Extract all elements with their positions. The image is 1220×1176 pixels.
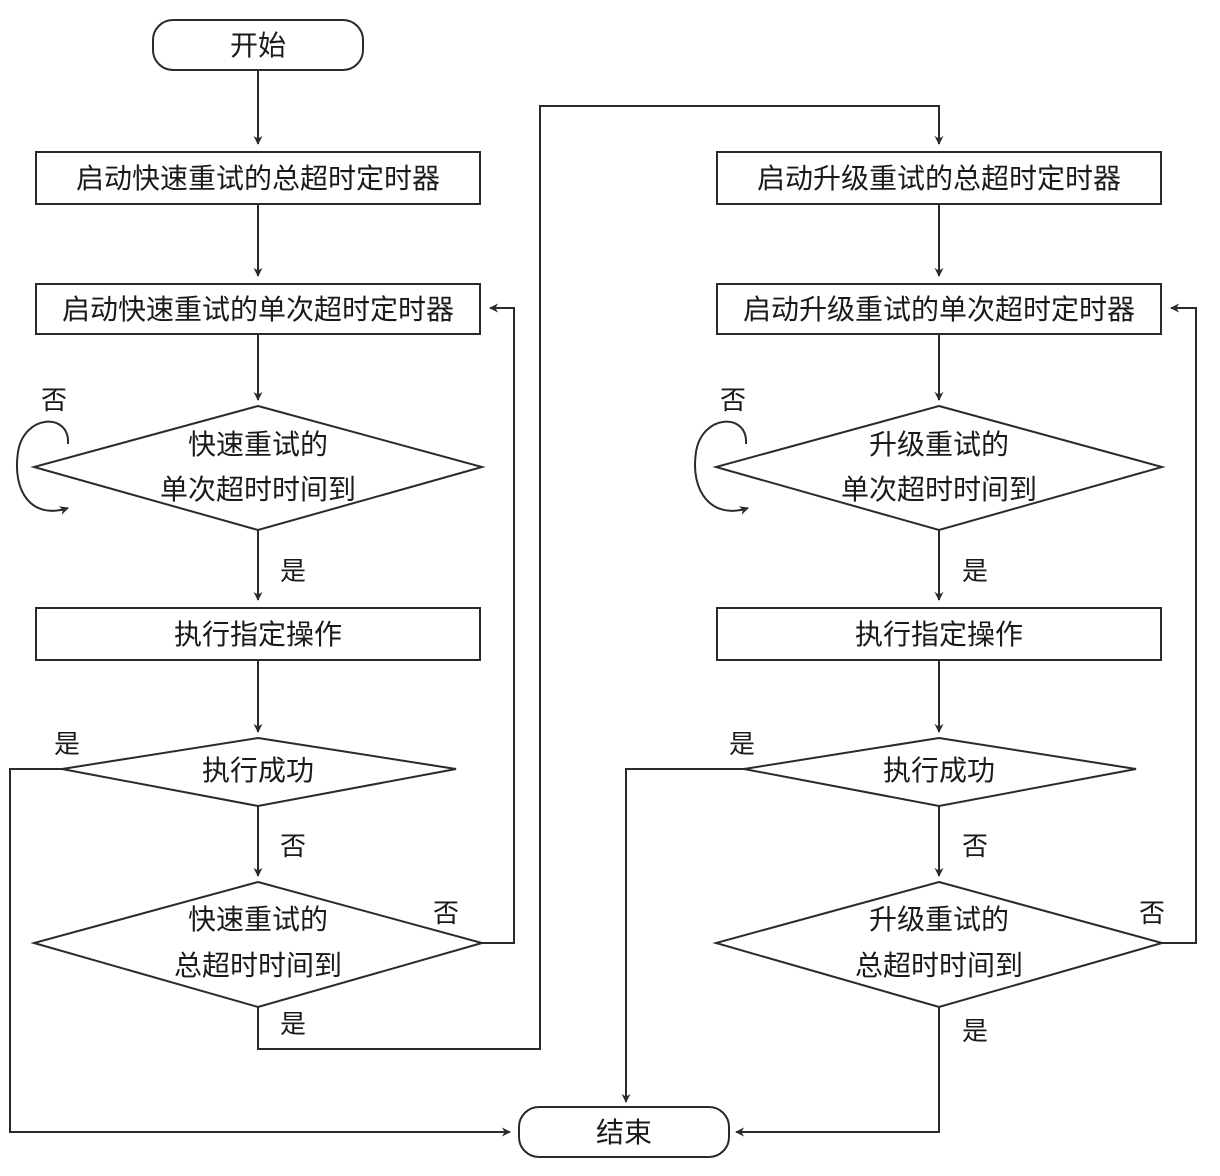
fast-success-no-label: 否	[280, 832, 306, 862]
fast-execute-label: 执行指定操作	[174, 618, 342, 651]
up-success-label: 执行成功	[883, 754, 995, 787]
edge-fast-success-yes-to-end	[9, 768, 511, 1137]
fast-single-check-diamond	[30, 404, 486, 532]
up-single-no-label: 否	[720, 386, 746, 416]
fast-single-timer-label: 启动快速重试的单次超时定时器	[62, 293, 454, 326]
fast-single-timer-box	[35, 283, 481, 335]
up-single-yes-label: 是	[962, 557, 988, 587]
fast-single-check-line1: 快速重试的	[188, 428, 328, 461]
fast-success-diamond	[61, 736, 457, 808]
fast-execute-box	[35, 607, 481, 661]
up-success-diamond	[743, 736, 1137, 808]
edge-up-single-no-selfloop	[694, 420, 749, 515]
fast-single-check-line2: 单次超时时间到	[160, 473, 356, 506]
up-execute-label: 执行指定操作	[855, 618, 1023, 651]
fast-total-check-line2: 总超时时间到	[174, 949, 342, 982]
up-total-yes-label: 是	[962, 1017, 988, 1047]
fast-total-timer-label: 启动快速重试的总超时定时器	[76, 162, 440, 195]
end-label: 结束	[596, 1116, 652, 1149]
fast-total-yes-label: 是	[280, 1010, 306, 1040]
start-terminal	[152, 19, 364, 71]
fast-total-check-line1: 快速重试的	[188, 903, 328, 936]
up-success-no-label: 否	[962, 832, 988, 862]
end-terminal	[518, 1106, 730, 1158]
up-total-check-diamond	[712, 880, 1166, 1009]
up-total-no-label: 否	[1139, 899, 1165, 929]
up-execute-box	[716, 607, 1162, 661]
fast-single-no-label: 否	[41, 386, 67, 416]
edge-fast-total-no-loop	[482, 303, 515, 944]
edge-up-total-yes-to-end	[735, 1007, 940, 1137]
edge-up-total-no-loop	[1162, 303, 1197, 944]
edge-up-success-yes-to-end	[621, 768, 746, 1103]
fast-single-yes-label: 是	[280, 557, 306, 587]
edge-fast-total-yes-to-up	[257, 105, 944, 1050]
up-single-timer-label: 启动升级重试的单次超时定时器	[743, 293, 1135, 326]
up-total-timer-box	[716, 151, 1162, 205]
up-single-timer-box	[716, 283, 1162, 335]
up-single-check-line2: 单次超时时间到	[841, 473, 1037, 506]
fast-total-timer-box	[35, 151, 481, 205]
up-total-check-line2: 总超时时间到	[855, 949, 1023, 982]
fast-total-no-label: 否	[433, 899, 459, 929]
up-single-check-diamond	[712, 404, 1166, 532]
fast-success-label: 执行成功	[202, 754, 314, 787]
fast-total-check-diamond	[30, 880, 486, 1009]
up-single-check-line1: 升级重试的	[869, 428, 1009, 461]
fast-success-yes-label: 是	[54, 730, 80, 760]
edge-fast-single-no-selfloop	[16, 420, 70, 515]
up-total-timer-label: 启动升级重试的总超时定时器	[757, 162, 1121, 195]
up-success-yes-label: 是	[729, 730, 755, 760]
up-total-check-line1: 升级重试的	[869, 903, 1009, 936]
start-label: 开始	[230, 29, 286, 62]
